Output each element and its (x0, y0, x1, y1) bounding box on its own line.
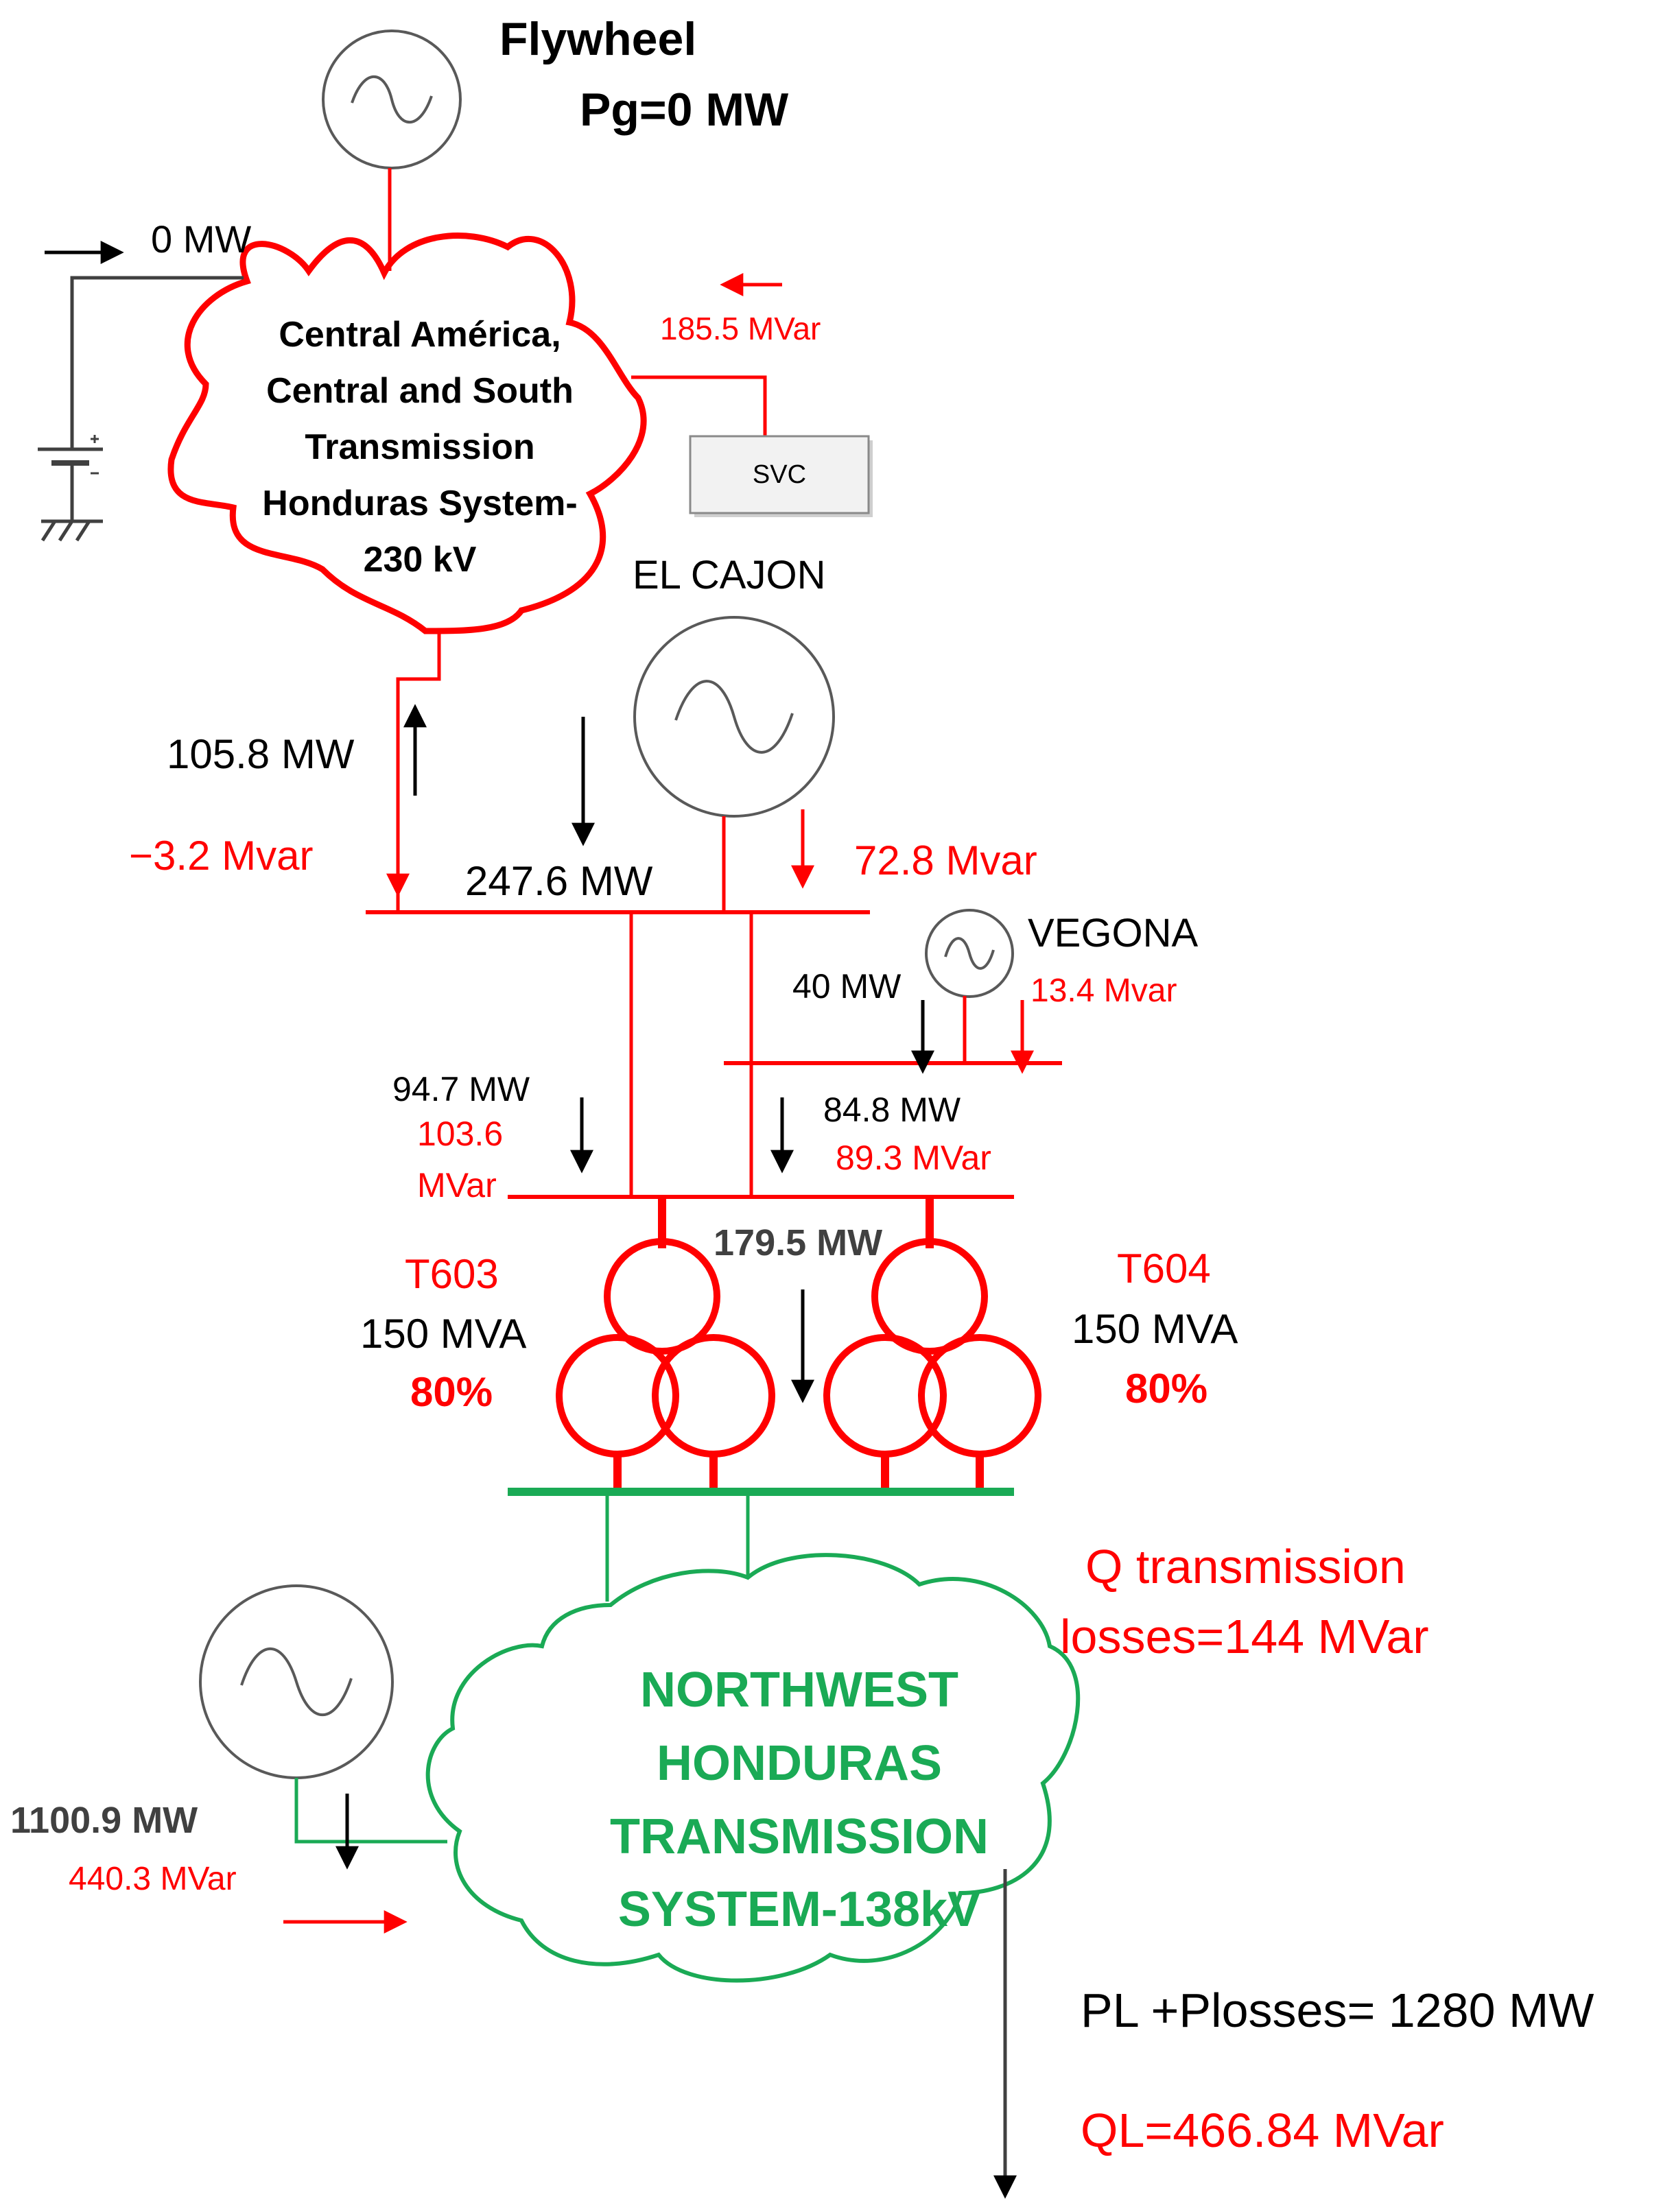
green-network-lines (294, 1492, 750, 1844)
central-system-line-5: 230 kV (364, 540, 477, 580)
labels: Flywheel Pg=0 MW 0 MW 185.5 MVar SVC Cen… (10, 13, 1594, 2157)
battery-flow-label: 0 MW (151, 217, 251, 261)
ground-icon (40, 519, 103, 542)
vegona-name: VEGONA (1028, 911, 1198, 955)
q-losses-line-1: Q transmission (1085, 1540, 1406, 1593)
svc-flow-label: 185.5 MVar (660, 311, 821, 346)
vegona-mvar: 13.4 Mvar (1030, 973, 1177, 1009)
northwest-system-line-2: HONDURAS (657, 1736, 942, 1791)
northwest-generator-icon (199, 1584, 394, 1779)
tie-line-mw: 105.8 MW (167, 731, 355, 777)
load-p: PL +Plosses= 1280 MW (1081, 1984, 1594, 2037)
northwest-system-line-3: TRANSMISSION (610, 1809, 989, 1864)
load-q: QL=466.84 MVar (1081, 2104, 1444, 2157)
t603-rating: 150 MVA (360, 1311, 526, 1357)
t604-loading: 80% (1125, 1366, 1208, 1412)
t603-loading: 80% (410, 1369, 493, 1415)
northwest-system-line-4: SYSTEM-138kV (618, 1882, 980, 1937)
central-system-line-1: Central América, (279, 315, 561, 355)
central-system-line-3: Transmission (305, 427, 534, 467)
northwest-gen-mvar: 440.3 MVar (69, 1861, 237, 1897)
tie-line-mvar: −3.2 Mvar (129, 833, 313, 879)
t604-name: T604 (1117, 1246, 1211, 1292)
flywheel-pg: Pg=0 MW (580, 84, 789, 136)
central-system-line-2: Central and South (266, 371, 574, 411)
central-system-line-4: Honduras System- (262, 484, 577, 523)
svc-label: SVC (753, 460, 806, 489)
el-cajon-mvar: 72.8 Mvar (854, 837, 1037, 883)
t604-transformer-icon (823, 1238, 1041, 1458)
el-cajon-name: EL CAJON (633, 553, 825, 597)
feeder-left-mw: 94.7 MW (392, 1070, 530, 1108)
transformer-flow: 179.5 MW (714, 1222, 882, 1263)
feeder-left-mvar-1: 103.6 (417, 1115, 503, 1153)
svc-box (689, 435, 873, 517)
northwest-system-cloud (425, 1553, 1081, 1983)
northwest-system-line-1: NORTHWEST (640, 1663, 958, 1717)
t603-name: T603 (405, 1251, 499, 1297)
el-cajon-generator-icon (633, 616, 835, 818)
flywheel-generator-icon (322, 29, 462, 169)
feeder-right-mw: 84.8 MW (823, 1091, 961, 1129)
q-losses-line-2: losses=144 MVar (1060, 1610, 1429, 1663)
flow-arrows (45, 241, 1034, 2199)
feeder-right-mvar: 89.3 MVar (836, 1139, 991, 1177)
vegona-generator-icon (925, 909, 1014, 998)
el-cajon-mw: 247.6 MW (465, 858, 653, 904)
battery-icon (38, 276, 244, 521)
t604-rating: 150 MVA (1072, 1306, 1238, 1352)
feeder-left-mvar-2: MVar (417, 1166, 497, 1204)
northwest-gen-mw: 1100.9 MW (10, 1800, 198, 1841)
flywheel-title: Flywheel (499, 13, 696, 65)
red-network-lines (388, 168, 967, 1197)
vegona-mw: 40 MW (792, 967, 902, 1006)
t603-transformer-icon (556, 1238, 775, 1458)
